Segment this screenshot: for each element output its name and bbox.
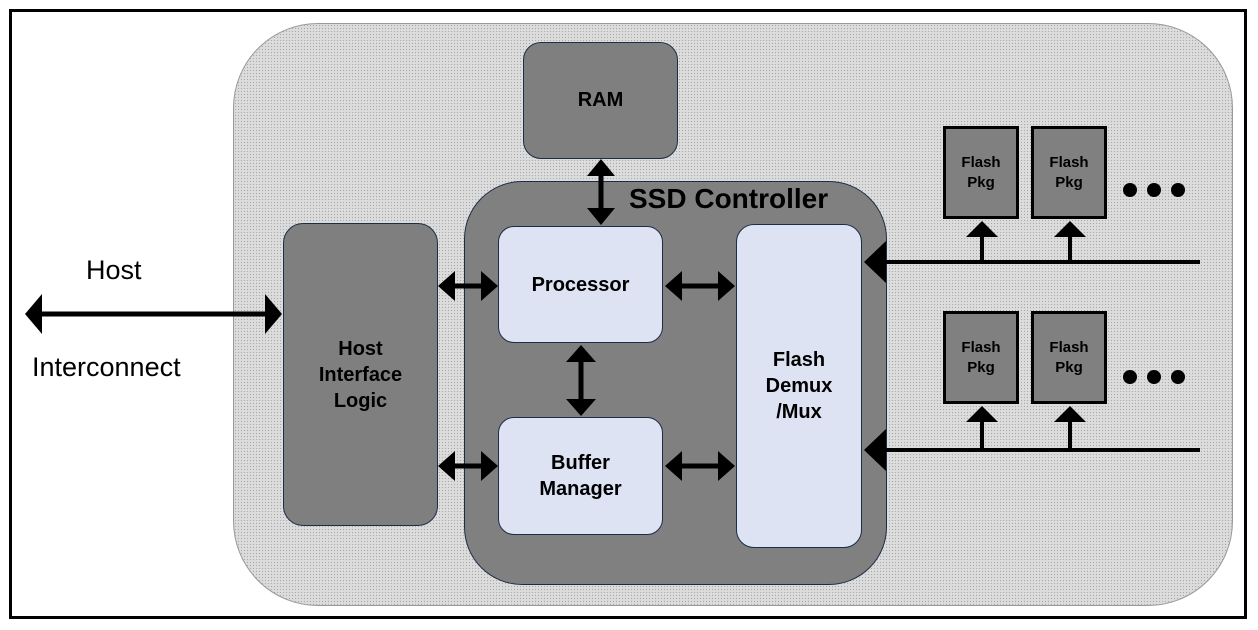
flash-pkg-label: Flash Pkg <box>1049 338 1089 376</box>
processor-buffer-arrow <box>566 345 596 416</box>
host-interconnect-arrow <box>25 294 282 334</box>
flash-pkg-bottom-1: Flash Pkg <box>943 311 1019 404</box>
more-packages-ellipsis-top <box>1123 183 1185 197</box>
flash-pkg-bottom-2: Flash Pkg <box>1031 311 1107 404</box>
flash-demux-label: Flash Demux /Mux <box>765 349 833 423</box>
interconnect-label: Interconnect <box>32 352 181 382</box>
flash-pkg-top-2: Flash Pkg <box>1031 126 1107 219</box>
host-label: Host <box>86 255 142 285</box>
flash-pkg-label: Flash Pkg <box>1049 153 1089 191</box>
host-interface-logic-label: Host Interface Logic <box>318 337 403 412</box>
hil-buffer-arrow <box>438 451 498 481</box>
flash-channel-bus-bottom <box>864 406 1200 471</box>
buffer-manager-block: Buffer Manager <box>498 417 663 535</box>
flash-demux-block: Flash Demux /Mux <box>736 224 862 548</box>
ssd-controller-title: SSD Controller <box>629 183 829 214</box>
processor-demux-arrow <box>665 271 735 301</box>
buffer-demux-arrow <box>665 451 735 481</box>
hil-processor-arrow <box>438 271 498 301</box>
host-interface-logic-block: Host Interface Logic <box>283 223 438 526</box>
flash-pkg-label: Flash Pkg <box>961 338 1001 376</box>
ram-block: RAM <box>523 42 678 159</box>
flash-pkg-top-1: Flash Pkg <box>943 126 1019 219</box>
ram-label: RAM <box>577 89 624 111</box>
buffer-manager-label: Buffer Manager <box>539 452 622 500</box>
more-packages-ellipsis-bottom <box>1123 370 1185 384</box>
processor-block: Processor <box>498 226 663 343</box>
ram-processor-arrow <box>587 159 615 225</box>
processor-label: Processor <box>531 273 630 296</box>
flash-channel-bus-top <box>864 221 1200 283</box>
flash-pkg-label: Flash Pkg <box>961 153 1001 191</box>
